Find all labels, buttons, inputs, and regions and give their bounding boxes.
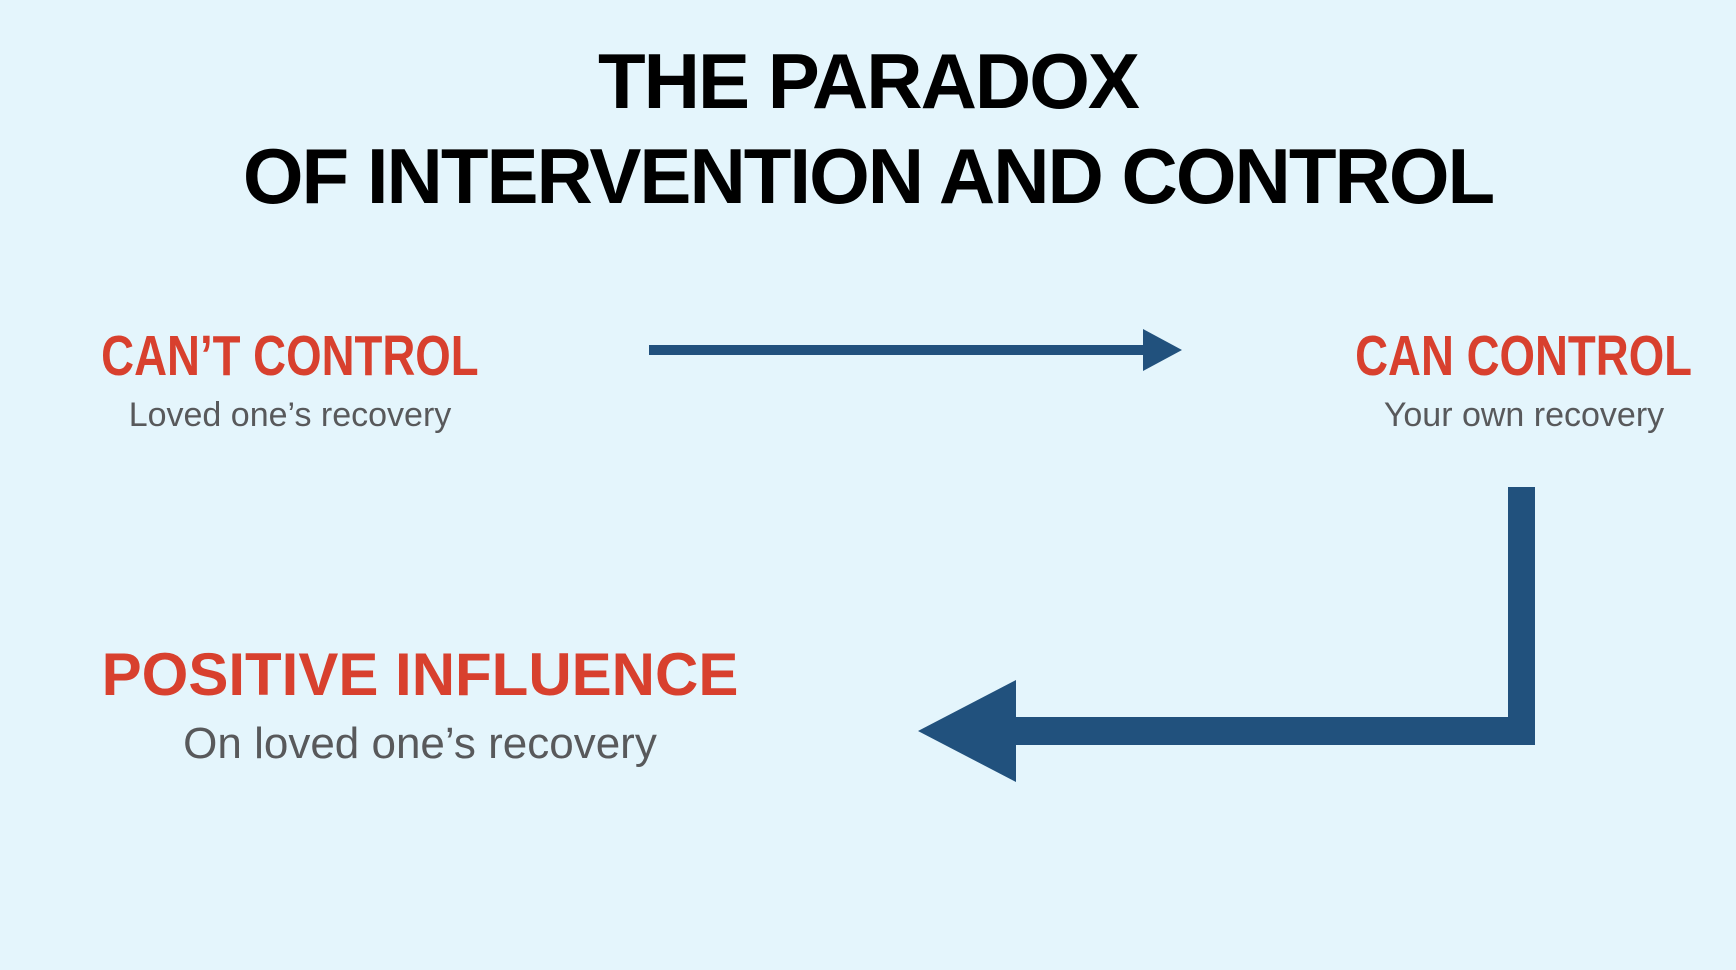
page-title-line1: THE PARADOX	[598, 37, 1140, 125]
down-left-arrow-head	[918, 680, 1016, 782]
can-control-heading: CAN CONTROL	[1355, 324, 1693, 388]
down-left-arrow-horizontal-shaft	[1014, 717, 1535, 745]
page-title-line2: OF INTERVENTION AND CONTROL	[242, 132, 1495, 220]
node-can-control: CAN CONTROL Your own recovery	[1274, 324, 1736, 436]
page-title: THE PARADOX OF INTERVENTION AND CONTROL	[0, 34, 1736, 224]
cant-control-subtext: Loved one’s recovery	[128, 395, 452, 434]
positive-influence-heading: POSITIVE INFLUENCE	[101, 641, 739, 708]
right-arrow-icon	[649, 329, 1182, 371]
positive-influence-subtext: On loved one’s recovery	[183, 719, 657, 768]
node-positive-influence: POSITIVE INFLUENCE On loved one’s recove…	[60, 643, 780, 771]
down-left-arrow-icon	[918, 487, 1535, 782]
node-cant-control: CAN’T CONTROL Loved one’s recovery	[40, 324, 540, 436]
can-control-subtext: Your own recovery	[1383, 395, 1665, 434]
right-arrow-shaft	[649, 345, 1147, 355]
cant-control-heading: CAN’T CONTROL	[101, 324, 479, 388]
down-left-arrow-vertical-shaft	[1508, 487, 1535, 745]
right-arrow-head	[1143, 329, 1182, 371]
